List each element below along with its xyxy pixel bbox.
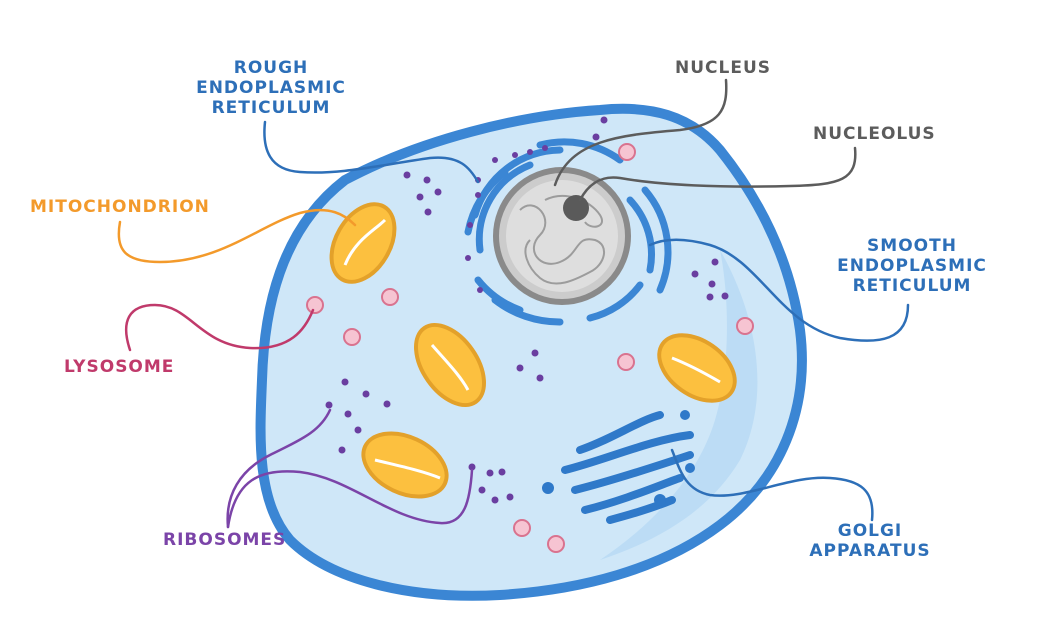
mitochondrion-2 [414, 323, 486, 407]
mitochondrion-4 [361, 431, 449, 499]
label-golgi: GOLGI APPARATUS [800, 521, 940, 561]
label-smooth-er-line-3: RETICULUM [852, 276, 972, 296]
label-lysosome: LYSOSOME [64, 357, 175, 377]
nucleolus [563, 195, 589, 221]
chromatin [519, 195, 605, 285]
mitochondrion-3 [657, 333, 737, 403]
golgi-vesicles [542, 410, 695, 506]
leader-rough-er [263, 120, 480, 184]
label-rough-er-line-3: RETICULUM [211, 98, 331, 118]
label-nucleus: NUCLEUS [675, 58, 772, 78]
leader-mitochondrion [117, 208, 357, 264]
leader-golgi [670, 448, 874, 522]
label-golgi-line-1: GOLGI [837, 521, 903, 541]
label-golgi-line-2: APPARATUS [809, 541, 931, 561]
rough-er-ribosomes [465, 145, 548, 293]
label-smooth-er-line-1: SMOOTH [867, 236, 957, 256]
cytoplasm-highlight [600, 250, 758, 560]
label-ribosomes: RIBOSOMES [163, 530, 287, 550]
leader-smooth-er [648, 238, 910, 342]
label-mitochondrion: MITOCHONDRION [30, 197, 210, 217]
leader-nucleus [553, 78, 728, 187]
free-ribosomes [325, 116, 729, 504]
label-rough-er: ROUGH ENDOPLASMIC RETICULUM [186, 58, 356, 118]
smooth-er [586, 186, 672, 322]
nucleus-inner [506, 180, 618, 292]
label-nucleolus: NUCLEOLUS [813, 124, 936, 144]
lysosomes [306, 143, 754, 553]
label-smooth-er-line-2: ENDOPLASMIC [837, 256, 987, 276]
leader-ribosomes-2 [226, 468, 474, 529]
label-rough-er-line-2: ENDOPLASMIC [196, 78, 346, 98]
golgi-apparatus [561, 411, 694, 524]
leader-ribosomes-1 [226, 408, 332, 529]
leader-nucleolus [578, 146, 857, 202]
mitochondrion-1 [329, 202, 397, 284]
label-smooth-er: SMOOTH ENDOPLASMIC RETICULUM [832, 236, 992, 296]
label-rough-er-line-1: ROUGH [233, 58, 309, 78]
leader-lines [117, 78, 910, 529]
leader-lysosome [124, 303, 315, 352]
